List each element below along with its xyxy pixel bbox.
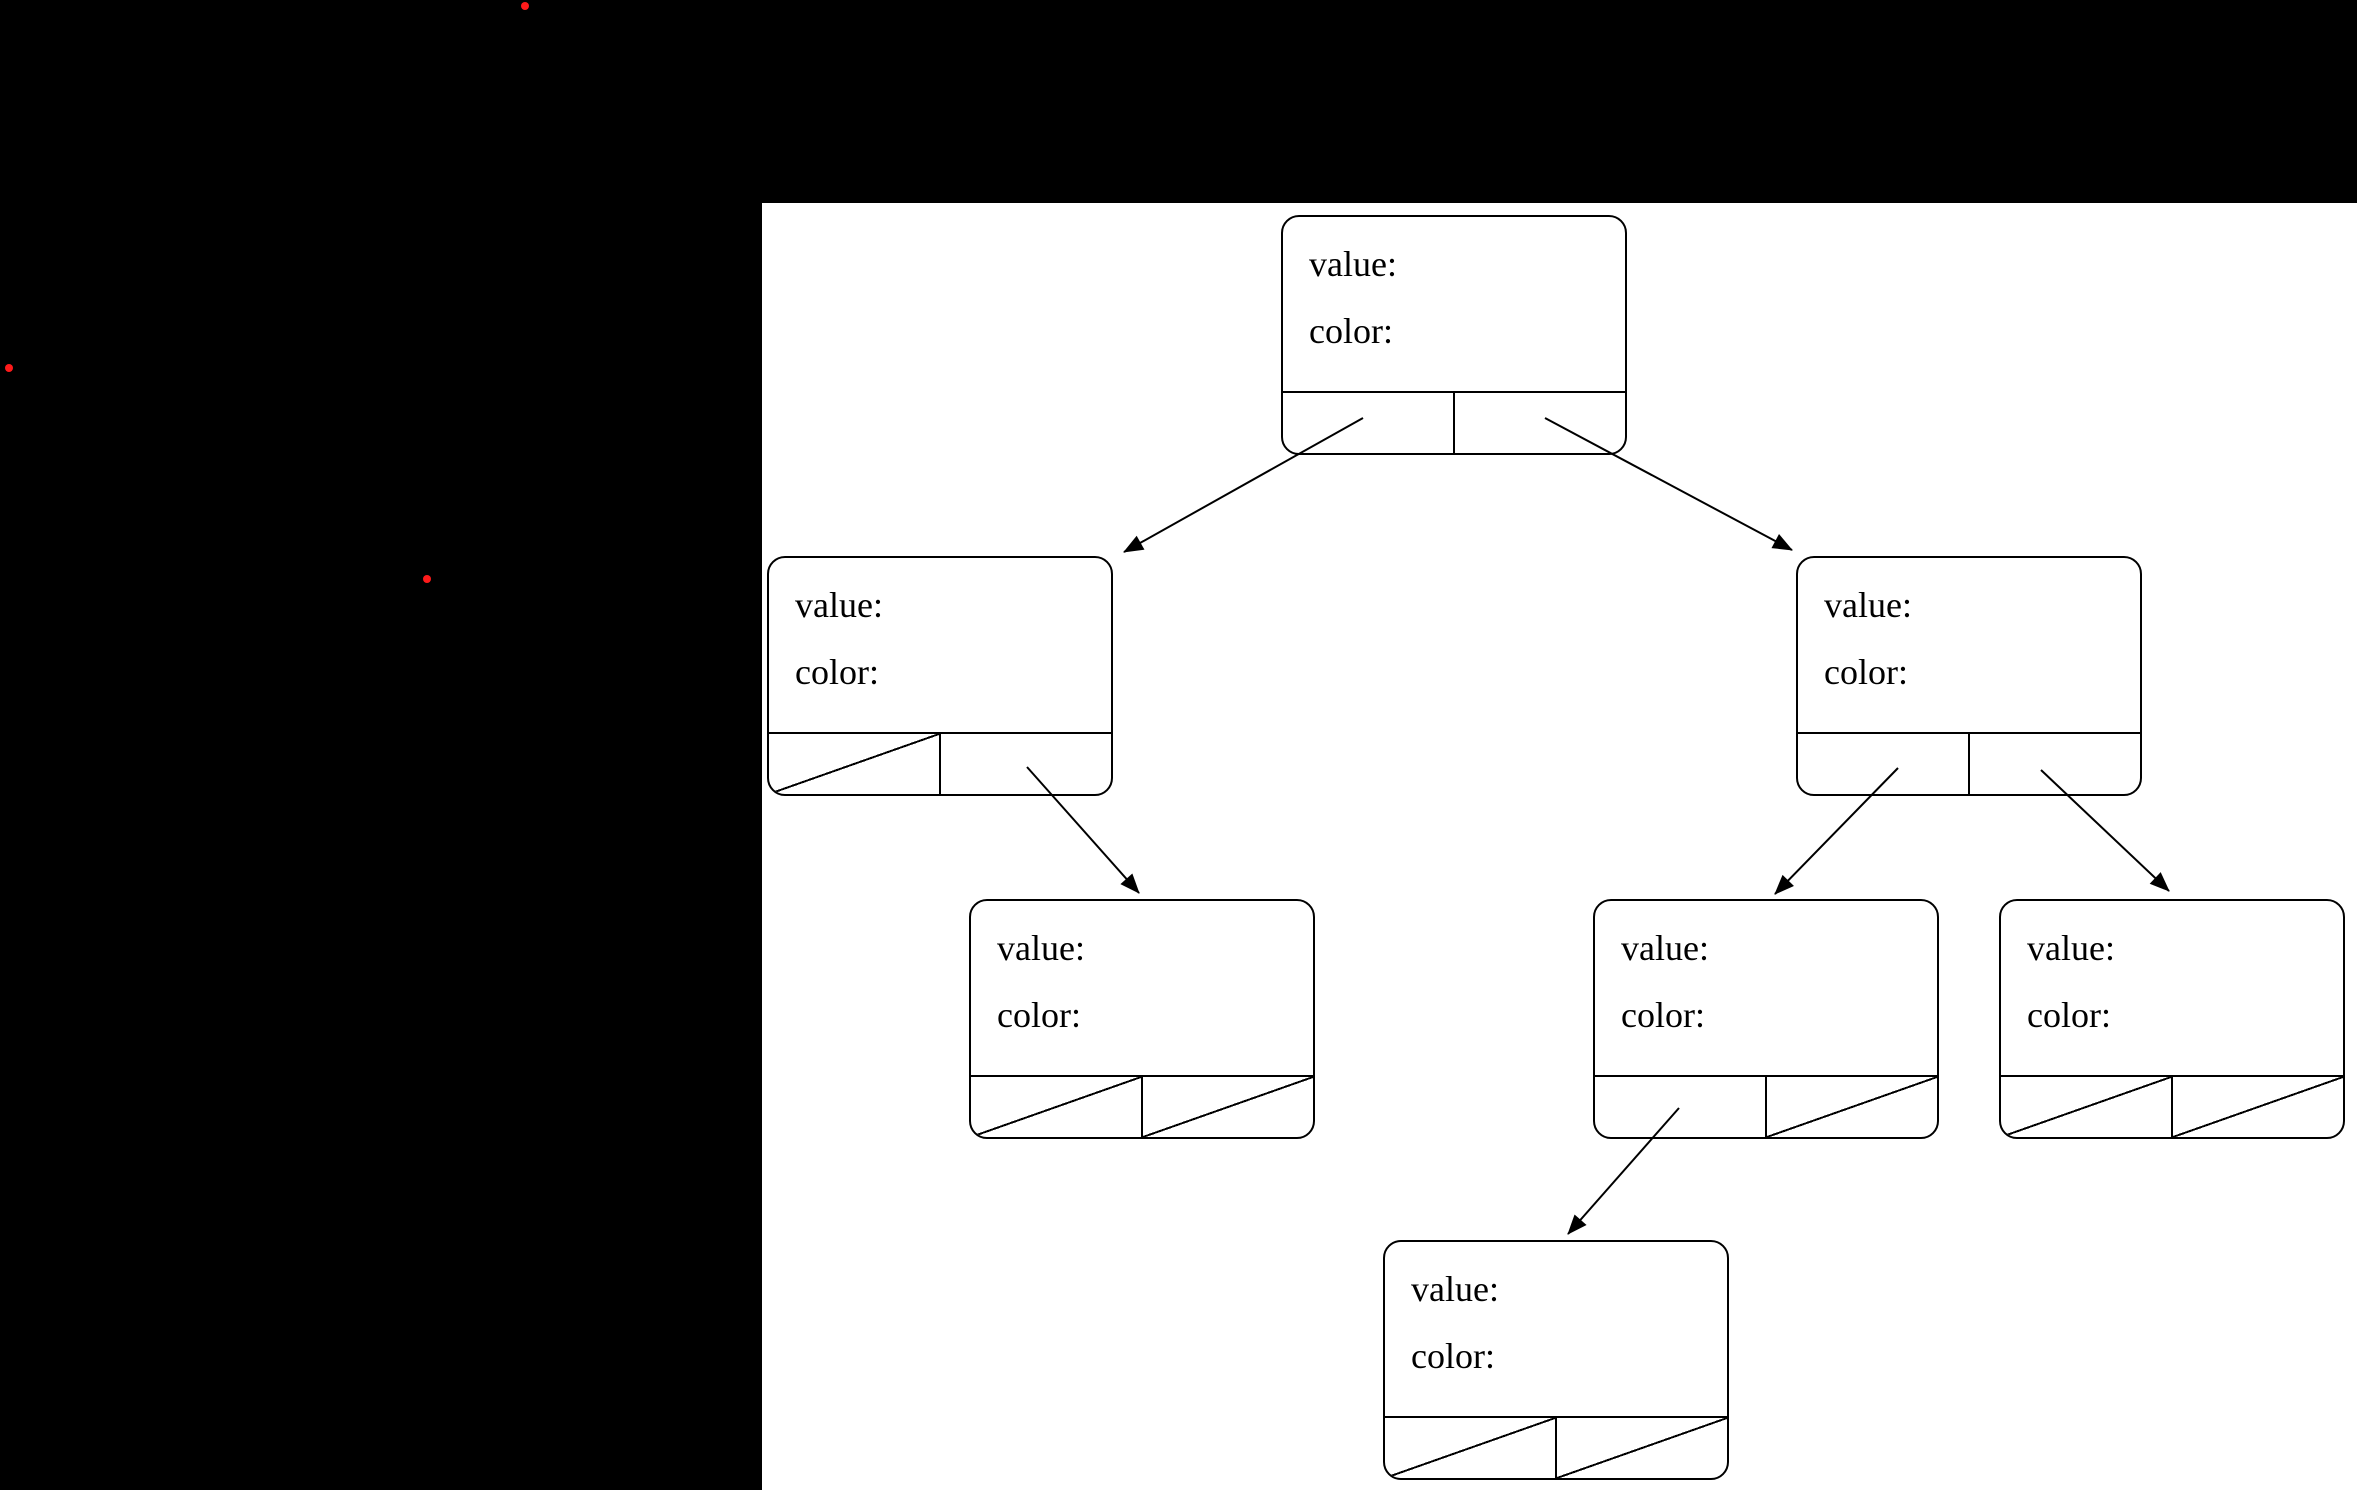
- left-pointer-cell-null: [971, 1077, 1143, 1137]
- node-color-label: color:: [1309, 311, 1393, 351]
- red-dot: [5, 364, 13, 372]
- tree-node-root: value: color:: [1281, 215, 1627, 455]
- node-value-label: value:: [1621, 928, 1709, 968]
- right-pointer-cell: [941, 734, 1111, 794]
- tree-node-bottom: value: color:: [1383, 1240, 1729, 1480]
- left-pointer-cell-null: [1385, 1418, 1557, 1478]
- node-value-label: value:: [997, 928, 1085, 968]
- node-labels: value: color:: [769, 558, 1111, 706]
- node-color-label: color:: [1411, 1336, 1495, 1376]
- node-value-label: value:: [1824, 585, 1912, 625]
- pointer-row: [1283, 391, 1625, 453]
- node-labels: value: color:: [1385, 1242, 1727, 1390]
- left-pointer-cell-null: [769, 734, 941, 794]
- right-pointer-cell: [1455, 393, 1625, 453]
- red-dot: [423, 575, 431, 583]
- node-color-label: color:: [795, 652, 879, 692]
- tree-node-left-right-grandchild: value: color:: [969, 899, 1315, 1139]
- pointer-row: [769, 732, 1111, 794]
- right-pointer-cell-null: [1143, 1077, 1313, 1137]
- pointer-row: [971, 1075, 1313, 1137]
- tree-node-right-child: value: color:: [1796, 556, 2142, 796]
- node-labels: value: color:: [2001, 901, 2343, 1049]
- left-pointer-cell: [1798, 734, 1970, 794]
- tree-node-right-right-grandchild: value: color:: [1999, 899, 2345, 1139]
- node-value-label: value:: [1309, 244, 1397, 284]
- diagram-panel: value: color: value: color: value: c: [762, 203, 2357, 1490]
- node-value-label: value:: [1411, 1269, 1499, 1309]
- node-labels: value: color:: [971, 901, 1313, 1049]
- node-color-label: color:: [1824, 652, 1908, 692]
- right-pointer-cell: [1970, 734, 2140, 794]
- pointer-row: [1385, 1416, 1727, 1478]
- left-pointer-cell-null: [2001, 1077, 2173, 1137]
- pointer-row: [1798, 732, 2140, 794]
- right-pointer-cell-null: [2173, 1077, 2343, 1137]
- pointer-row: [2001, 1075, 2343, 1137]
- pointer-row: [1595, 1075, 1937, 1137]
- node-color-label: color:: [2027, 995, 2111, 1035]
- left-pointer-cell: [1283, 393, 1455, 453]
- left-pointer-cell: [1595, 1077, 1767, 1137]
- node-value-label: value:: [795, 585, 883, 625]
- node-value-label: value:: [2027, 928, 2115, 968]
- tree-node-right-left-grandchild: value: color:: [1593, 899, 1939, 1139]
- red-dot: [521, 2, 529, 10]
- node-labels: value: color:: [1595, 901, 1937, 1049]
- node-labels: value: color:: [1283, 217, 1625, 365]
- node-labels: value: color:: [1798, 558, 2140, 706]
- right-pointer-cell-null: [1557, 1418, 1727, 1478]
- node-color-label: color:: [997, 995, 1081, 1035]
- tree-node-left-child: value: color:: [767, 556, 1113, 796]
- node-color-label: color:: [1621, 995, 1705, 1035]
- right-pointer-cell-null: [1767, 1077, 1937, 1137]
